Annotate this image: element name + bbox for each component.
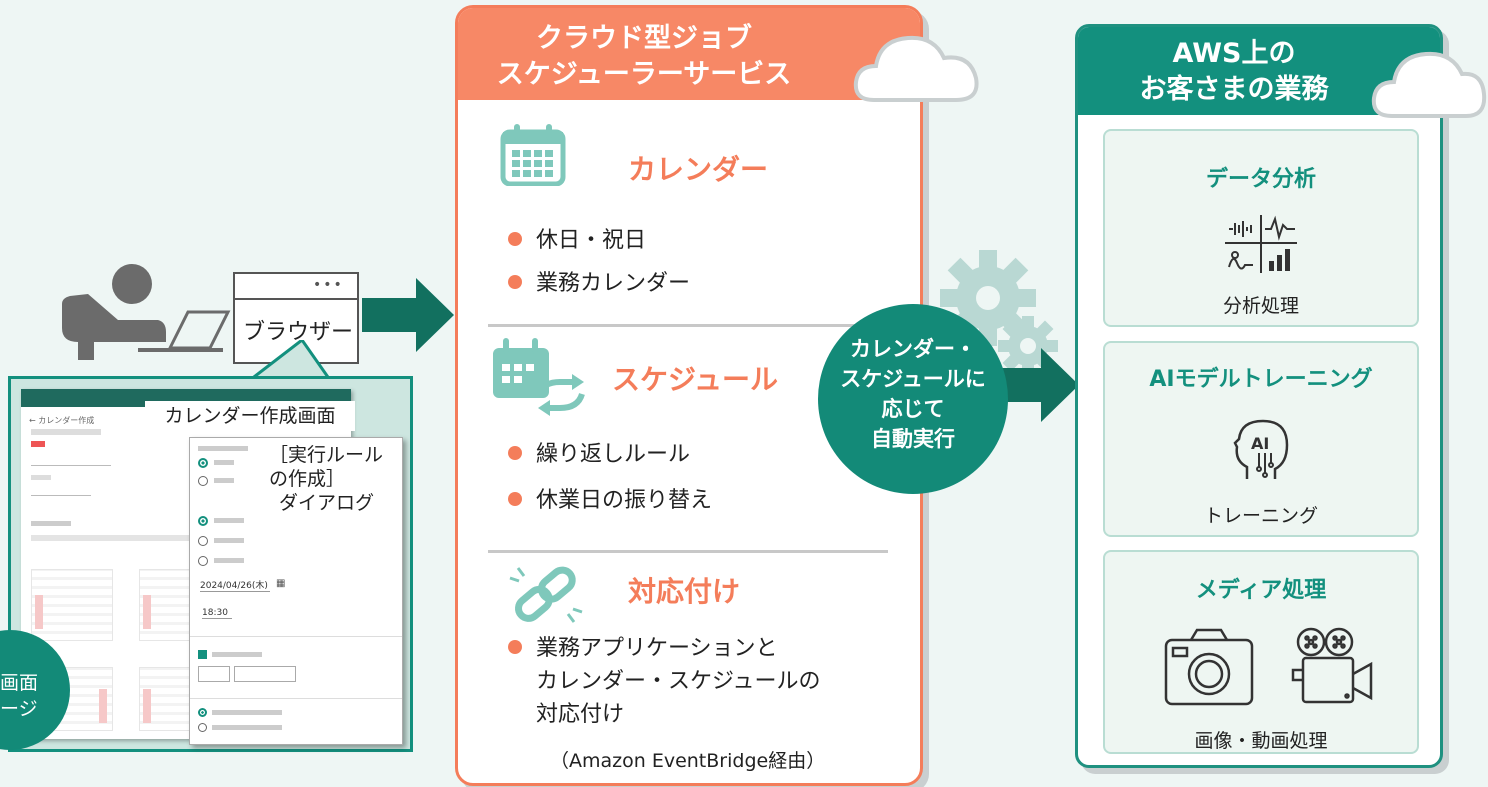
user-at-laptop-icon bbox=[62, 264, 231, 360]
callout-pointer bbox=[250, 340, 332, 380]
card-label: トレーニング bbox=[1203, 505, 1318, 527]
card-title: データ分析 bbox=[1205, 167, 1316, 192]
link-icon bbox=[509, 566, 583, 623]
card-title: メディア処理 bbox=[1195, 578, 1327, 603]
ai-training-card: AIモデルトレーニング AI トレーニング bbox=[1103, 341, 1419, 537]
schedule-item-text: 繰り返しルール bbox=[536, 442, 691, 467]
schedule-section-title: スケジュール bbox=[612, 363, 779, 396]
badge-line: 画面 bbox=[0, 672, 39, 694]
radio-option[interactable] bbox=[198, 723, 207, 732]
radio-option[interactable] bbox=[198, 556, 208, 566]
svg-text:AI: AI bbox=[1251, 434, 1269, 453]
card-label: 分析処理 bbox=[1222, 295, 1299, 317]
time-field[interactable]: 18:30 bbox=[202, 608, 232, 619]
mapping-section-title: 対応付け bbox=[628, 575, 741, 608]
business-title-line1: AWS上の bbox=[1172, 38, 1296, 69]
month-grid bbox=[31, 569, 113, 641]
scheduler-service-panel: クラウド型ジョブ スケジューラーサービス カレンダー 休日・祝日 業務カレンダー… bbox=[455, 5, 923, 786]
calendar-section-title: カレンダー bbox=[628, 153, 769, 186]
mapping-item: 業務アプリケーションと カレンダー・スケジュールの 対応付け bbox=[508, 632, 820, 731]
cloud-icon bbox=[853, 35, 979, 102]
badge-line: ージ bbox=[0, 698, 38, 720]
calendar-item-text: 業務カレンダー bbox=[536, 271, 691, 296]
radio-option[interactable] bbox=[198, 708, 207, 717]
arrow-to-business bbox=[985, 348, 1079, 422]
radio-option[interactable] bbox=[198, 516, 208, 526]
video-camera-icon bbox=[1291, 627, 1373, 704]
interval-select[interactable] bbox=[198, 666, 230, 682]
radio-option[interactable] bbox=[198, 458, 208, 468]
dialog-caption-line: ［実行ルール bbox=[269, 444, 384, 466]
mapping-note: （Amazon EventBridge経由） bbox=[550, 750, 826, 772]
cloud-icon bbox=[1371, 51, 1487, 118]
customer-business-panel: AWS上の お客さまの業務 データ分析 分析処理 AIモデルトレーニング AI bbox=[1075, 24, 1443, 768]
badge-line: スケジュールに bbox=[840, 367, 986, 391]
data-analysis-icon bbox=[1225, 215, 1297, 273]
calendar-picker-icon[interactable]: ▦ bbox=[276, 578, 286, 589]
card-label: 画像・動画処理 bbox=[1194, 730, 1328, 752]
screen-mockup-frame: ← カレンダー作成 カレンダー作成画面 2024/04/26(木) ▦ 18:3… bbox=[8, 376, 413, 752]
radio-option[interactable] bbox=[198, 476, 208, 486]
media-processing-card: メディア処理 画像・動画処理 bbox=[1103, 550, 1419, 754]
unit-select[interactable] bbox=[234, 666, 296, 682]
window-dots-icon: ••• bbox=[313, 277, 344, 293]
schedule-item: 休業日の振り替え bbox=[508, 482, 712, 514]
dialog-caption-line: ダイアログ bbox=[279, 492, 375, 514]
service-header: クラウド型ジョブ スケジューラーサービス bbox=[458, 8, 920, 100]
schedule-item: 繰り返しルール bbox=[508, 436, 690, 468]
card-title: AIモデルトレーニング bbox=[1149, 367, 1373, 392]
ai-head-icon: AI bbox=[1233, 419, 1289, 479]
browser-label: ブラウザー bbox=[242, 320, 353, 345]
schedule-repeat-icon bbox=[493, 338, 585, 416]
badge-line: カレンダー・ bbox=[850, 337, 976, 361]
camera-icon bbox=[1164, 628, 1254, 706]
calendar-icon bbox=[500, 124, 566, 186]
badge-line: 応じて bbox=[881, 397, 945, 421]
schedule-item-text: 休業日の振り替え bbox=[536, 488, 713, 513]
section-divider bbox=[488, 324, 888, 327]
service-title-line2: スケジューラーサービス bbox=[496, 59, 792, 90]
repeat-checkbox[interactable] bbox=[198, 650, 207, 659]
business-title-line2: お客さまの業務 bbox=[1139, 74, 1329, 105]
date-field[interactable]: 2024/04/26(木) bbox=[200, 578, 270, 592]
badge-line: 自動実行 bbox=[871, 427, 955, 451]
calendar-item-text: 休日・祝日 bbox=[536, 228, 647, 253]
service-title-line1: クラウド型ジョブ bbox=[536, 23, 752, 54]
data-analysis-card: データ分析 分析処理 bbox=[1103, 129, 1419, 327]
dialog-caption-line: の作成］ bbox=[269, 468, 346, 490]
screen-caption: カレンダー作成画面 bbox=[145, 401, 355, 431]
arrow-to-service bbox=[362, 278, 454, 352]
section-divider bbox=[488, 550, 888, 553]
mapping-item-line: 業務アプリケーションと bbox=[536, 636, 778, 661]
radio-option[interactable] bbox=[198, 536, 208, 546]
calendar-item: 休日・祝日 bbox=[508, 222, 646, 254]
calendar-item: 業務カレンダー bbox=[508, 265, 690, 297]
dialog-caption: ［実行ルール の作成］ ダイアログ bbox=[269, 443, 399, 515]
mapping-item-line: カレンダー・スケジュールの bbox=[536, 669, 821, 694]
browser-window: ••• ブラウザー bbox=[233, 272, 359, 364]
mapping-item-line: 対応付け bbox=[536, 702, 625, 727]
auto-execution-badge: カレンダー・ スケジュールに 応じて 自動実行 bbox=[818, 304, 1008, 494]
